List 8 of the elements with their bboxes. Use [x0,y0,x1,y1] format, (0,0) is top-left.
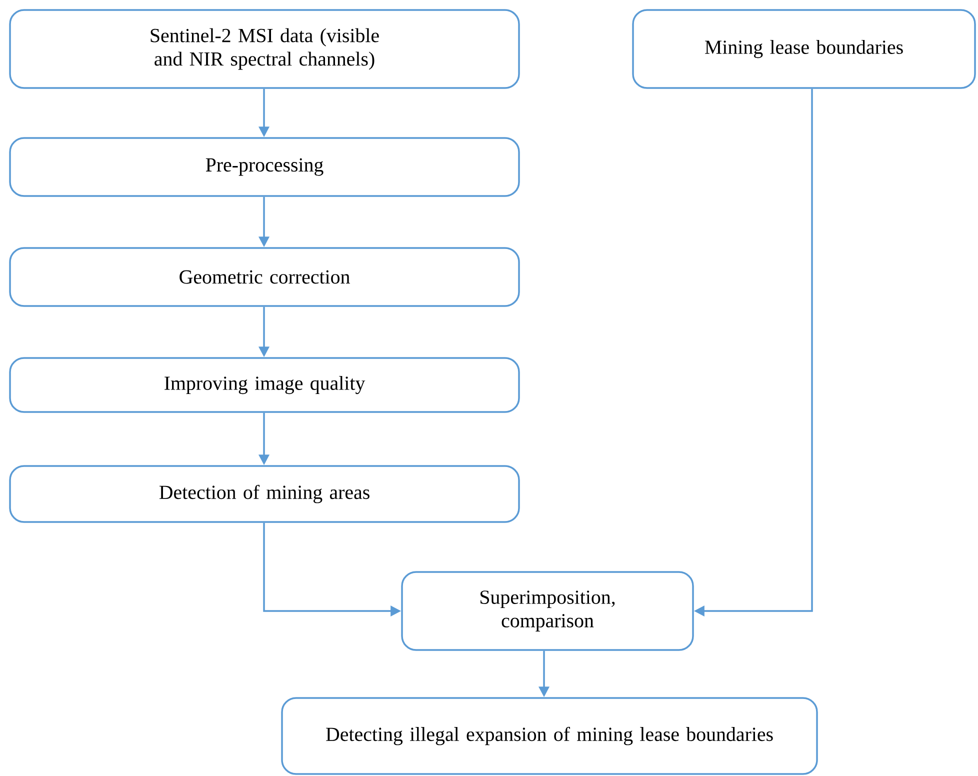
process-box: Pre-processing [9,137,520,197]
process-box: Mining lease boundaries [632,9,976,89]
process-box: Detection of mining areas [9,465,520,523]
process-box: Geometric correction [9,247,520,307]
process-box: Improving image quality [9,357,520,413]
process-box: Superimposition, comparison [401,571,694,651]
process-box: Detecting illegal expansion of mining lease boundaries [281,697,818,775]
process-box: Sentinel-2 MSI data (visible and NIR spectral channels) [9,9,520,89]
